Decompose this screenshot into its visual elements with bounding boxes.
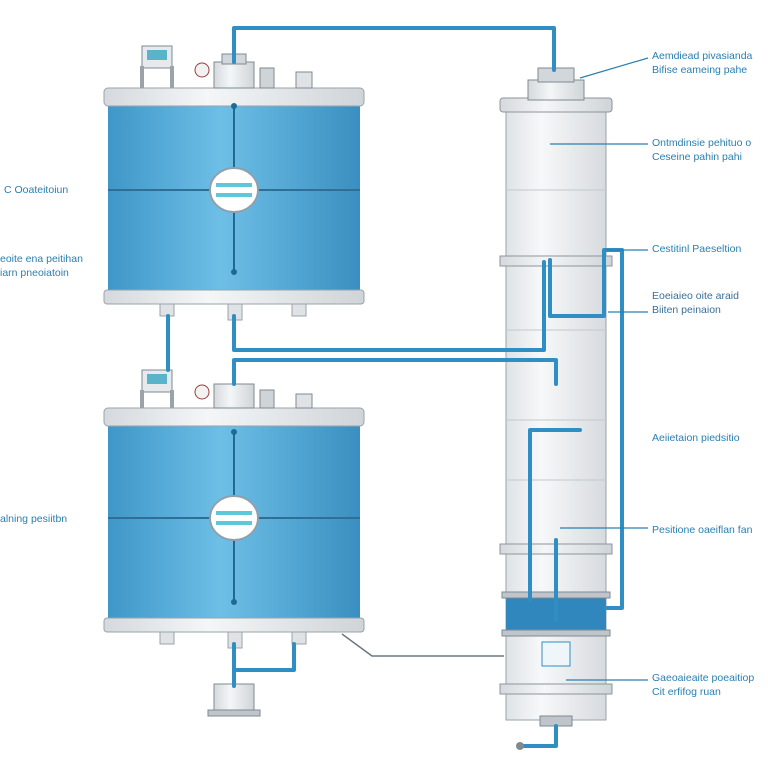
label-column-mid2-2: Biiten peinaion [652,304,721,316]
label-column-lower: Aeiietaion piedsitio [652,432,740,444]
label-top-right-1: Aemdiead pivasianda [652,50,753,62]
label-left-top: C Ooateitoiun [4,184,69,196]
label-column-mid: Cestitinl Paeseltion [652,243,742,255]
leader-lines [550,57,649,681]
label-left-mid-1: eoite ena peitihan [0,253,83,265]
tank-upper-window [209,167,259,213]
flow-arrow [341,633,504,657]
pipe-top-transfer [232,26,556,72]
tank-upper [103,45,365,321]
valve-wheel-upper [194,62,210,78]
label-column-base-2: Cit erfifog ruan [652,686,721,698]
column-head [527,79,585,101]
tank-lower-window [209,495,259,541]
tank-lower-base [103,617,365,633]
piping [166,26,624,748]
agitator-motor-lower [213,383,255,409]
tank-lower-lid [103,407,365,427]
pipe-column-drain [518,724,558,748]
label-top-right-2: Bifise eameing pahe [652,64,748,76]
agitator-motor-upper [213,61,255,89]
column-gauge [541,641,571,667]
label-column-bottom-mid: Pesitione oaeiflan fan [652,524,753,536]
label-left-bottom: alning pesiitbn [0,513,68,525]
pipe-lower-to-column [232,358,558,386]
label-column-base-1: Gaeoaieaite poeaitiop [652,672,755,684]
label-column-upper-2: Ceseine pahin pahi [652,151,742,163]
pipe-column-recycle [548,248,624,610]
pipe-column-inner [528,428,582,602]
label-column-upper-1: Ontmdinsie pehituo o [652,137,752,149]
pipe-upper-to-column [232,260,546,352]
label-column-mid2-1: Eoeiaieo oite araid [652,290,739,302]
outlet-pump [213,683,255,713]
pipe-lower-outlet [232,642,296,672]
label-left-mid-2: iarn pneoiatoin [0,267,69,279]
tank-upper-base [103,289,365,305]
tank-lower [103,369,365,717]
process-column [499,67,613,727]
